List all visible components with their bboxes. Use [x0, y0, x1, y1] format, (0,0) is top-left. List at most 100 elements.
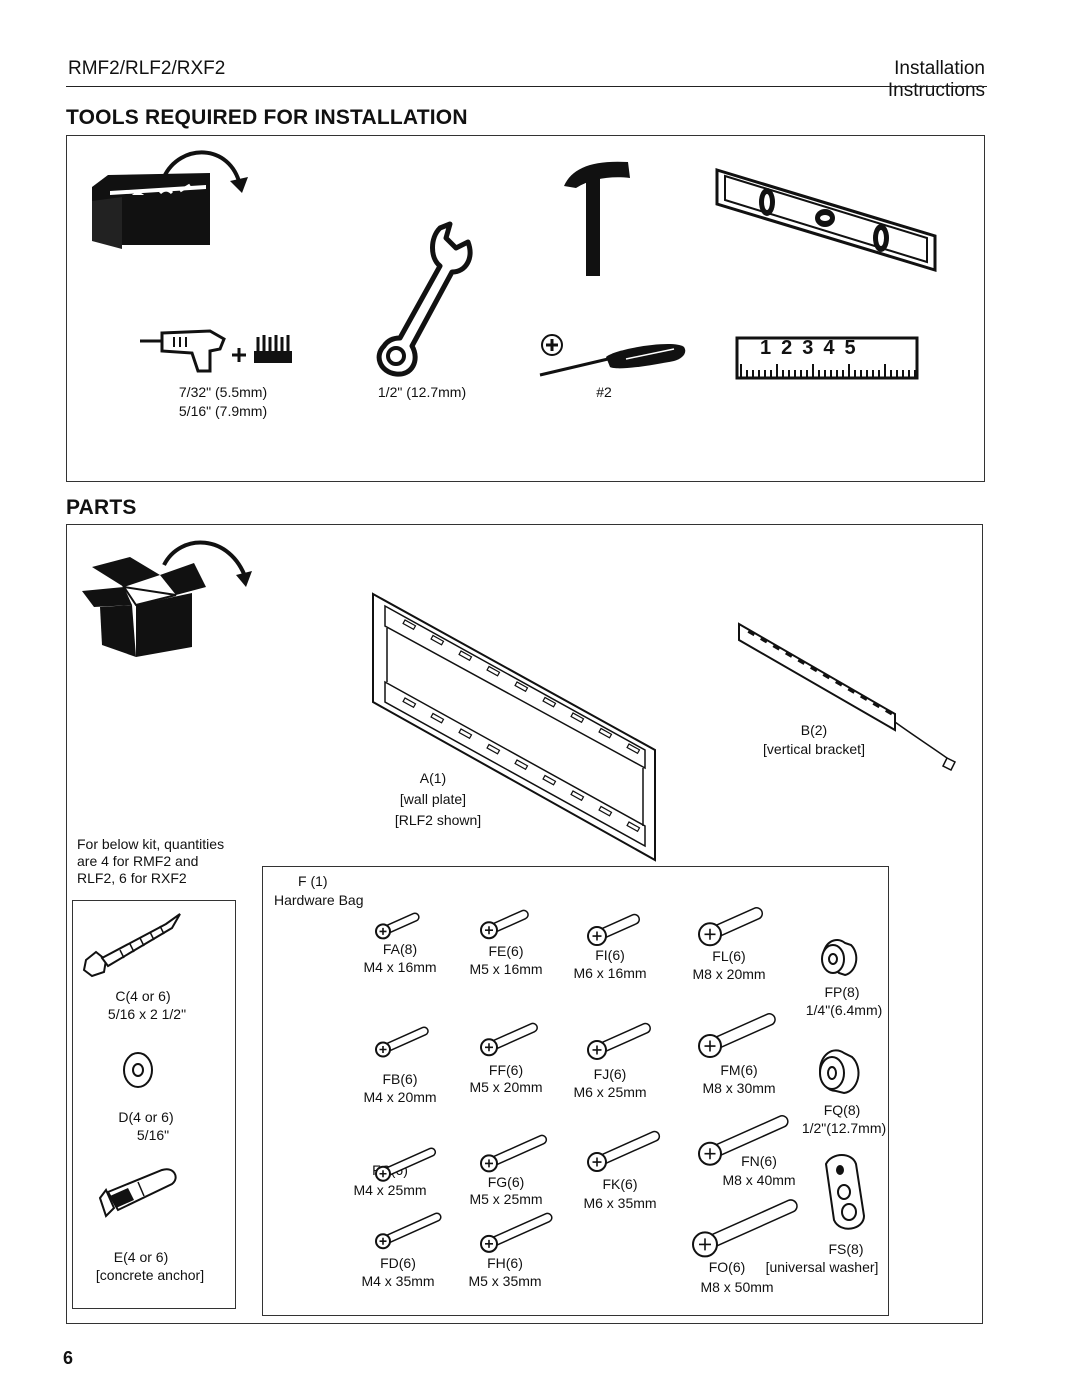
hardware-fg-id: FG(6)	[487, 1174, 525, 1190]
wall-plate-image	[372, 592, 656, 862]
page-number: 6	[63, 1348, 74, 1368]
vertical-bracket-image	[738, 622, 957, 772]
hardware-fs-id: FS(8)	[828, 1241, 864, 1257]
hardware-fj-image	[587, 1022, 651, 1060]
screwdriver-icon	[539, 334, 686, 377]
ruler-number-5: 5	[844, 337, 866, 359]
tools-section-title: TOOLS REQUIRED FOR INSTALLATION	[66, 106, 468, 129]
vertical-bracket-id: B(2)	[800, 722, 828, 738]
hardware-ff-size: M5 x 20mm	[469, 1079, 543, 1095]
hardware-fi-size: M6 x 16mm	[573, 965, 647, 981]
hardware-fj-id: FJ(6)	[593, 1066, 627, 1082]
hardware-fl-size: M8 x 20mm	[692, 966, 766, 982]
ruler-icon	[735, 336, 919, 380]
hardware-fb-image	[375, 1026, 429, 1058]
kit-item-c-id: C(4 or 6)	[115, 988, 171, 1004]
kit-item-c-size: 5/16 x 2 1/2"	[107, 1006, 187, 1022]
hardware-fd-size: M4 x 35mm	[361, 1273, 435, 1289]
hardware-fe-id: FE(6)	[488, 943, 524, 959]
spirit-level-icon	[715, 167, 937, 273]
ruler-number-2: 2	[781, 337, 803, 359]
ruler-numbers: 12345	[760, 337, 866, 359]
hardware-fl-id: FL(6)	[712, 948, 746, 964]
hardware-fo-id: FO(6)	[708, 1259, 746, 1275]
hardware-fe-size: M5 x 16mm	[469, 961, 543, 977]
wall-plate-name: [wall plate]	[399, 791, 467, 807]
hardware-fk-id: FK(6)	[602, 1176, 638, 1192]
wall-plate-note: [RLF2 shown]	[394, 812, 482, 828]
hardware-fl-image	[698, 907, 764, 947]
hardware-fi-id: FI(6)	[595, 947, 625, 963]
hardware-fa-image	[375, 912, 420, 940]
hardware-fn-id: FN(6)	[741, 1153, 777, 1169]
hardware-fa-size: M4 x 16mm	[363, 959, 437, 975]
hardware-fa-id: FA(8)	[382, 941, 418, 957]
hardware-fp-id: FP(8)	[824, 984, 860, 1000]
hardware-fc-image	[375, 1147, 437, 1182]
kit-item-e-id: E(4 or 6)	[113, 1249, 169, 1265]
hardware-fg-size: M5 x 25mm	[469, 1191, 543, 1207]
hardware-fd-image	[375, 1212, 442, 1250]
hardware-fp-size: 1/4"(6.4mm)	[805, 1002, 883, 1018]
kit-item-d-size: 5/16"	[136, 1127, 170, 1143]
ruler-number-3: 3	[802, 337, 824, 359]
parts-panel	[66, 524, 983, 1324]
concrete-anchor-image	[98, 1168, 177, 1218]
hardware-fh-id: FH(6)	[487, 1255, 523, 1271]
hardware-fo-image	[692, 1199, 798, 1258]
drill-size-1: 7/32" (5.5mm)	[178, 384, 268, 400]
hardware-fh-image	[480, 1212, 553, 1253]
drill-size-2: 5/16" (7.9mm)	[178, 403, 268, 419]
kit-note-line-2: are 4 for RMF2 and	[77, 853, 199, 869]
hardware-fm-size: M8 x 30mm	[702, 1080, 776, 1096]
hardware-fs-image	[824, 1154, 866, 1230]
hardware-fn-size: M8 x 40mm	[722, 1172, 796, 1188]
hardware-ff-id: FF(6)	[488, 1062, 524, 1078]
header-rule	[66, 86, 987, 87]
kit-item-d-id: D(4 or 6)	[118, 1109, 174, 1125]
hardware-fd-id: FD(6)	[380, 1255, 416, 1271]
hardware-fn-image	[698, 1115, 789, 1166]
hardware-fs-size: [universal washer]	[765, 1259, 879, 1275]
hardware-fj-size: M6 x 25mm	[573, 1084, 647, 1100]
ruler-number-4: 4	[823, 337, 845, 359]
vertical-bracket-name: [vertical bracket]	[763, 741, 865, 757]
hardware-fm-id: FM(6)	[720, 1062, 758, 1078]
hardware-bag-name: Hardware Bag	[274, 892, 364, 908]
washer-image	[123, 1052, 153, 1088]
wrench-icon	[376, 221, 473, 377]
hardware-fh-size: M5 x 35mm	[468, 1273, 542, 1289]
hardware-fb-size: M4 x 20mm	[363, 1089, 437, 1105]
kit-panel	[72, 900, 236, 1309]
parts-section-title: PARTS	[66, 496, 137, 519]
toolbox-icon	[92, 150, 248, 249]
hardware-fk-size: M6 x 35mm	[583, 1195, 657, 1211]
hardware-fe-image	[480, 909, 529, 940]
hardware-bag-panel	[262, 866, 889, 1316]
hardware-fk-image	[587, 1130, 661, 1173]
hardware-fq-id: FQ(8)	[823, 1102, 861, 1118]
hardware-fq-image	[818, 1049, 860, 1095]
hardware-fi-image	[587, 913, 640, 947]
wrench-size: 1/2" (12.7mm)	[377, 384, 467, 400]
kit-item-e-size: [concrete anchor]	[95, 1267, 205, 1283]
model-number: RMF2/RLF2/RXF2	[68, 58, 226, 79]
hardware-fq-size: 1/2"(12.7mm)	[801, 1120, 887, 1136]
hardware-fb-id: FB(6)	[382, 1071, 418, 1087]
hammer-icon	[564, 161, 630, 276]
hardware-fg-image	[480, 1134, 548, 1173]
open-box-icon	[82, 540, 252, 657]
hardware-fm-image	[698, 1013, 776, 1059]
hardware-fo-size: M8 x 50mm	[700, 1279, 774, 1295]
wall-plate-id: A(1)	[419, 770, 447, 786]
tools-panel	[66, 135, 985, 482]
drill-icon	[140, 329, 292, 373]
kit-note-line-1: For below kit, quantities	[77, 836, 225, 852]
kit-note-line-3: RLF2, 6 for RXF2	[77, 870, 187, 886]
document-type: Installation Instructions	[887, 58, 986, 101]
hardware-fc-size: M4 x 25mm	[353, 1182, 427, 1198]
ruler-number-1: 1	[760, 337, 782, 359]
hardware-ff-image	[480, 1022, 538, 1057]
screwdriver-size: #2	[596, 384, 612, 400]
hardware-fp-image	[821, 938, 858, 977]
